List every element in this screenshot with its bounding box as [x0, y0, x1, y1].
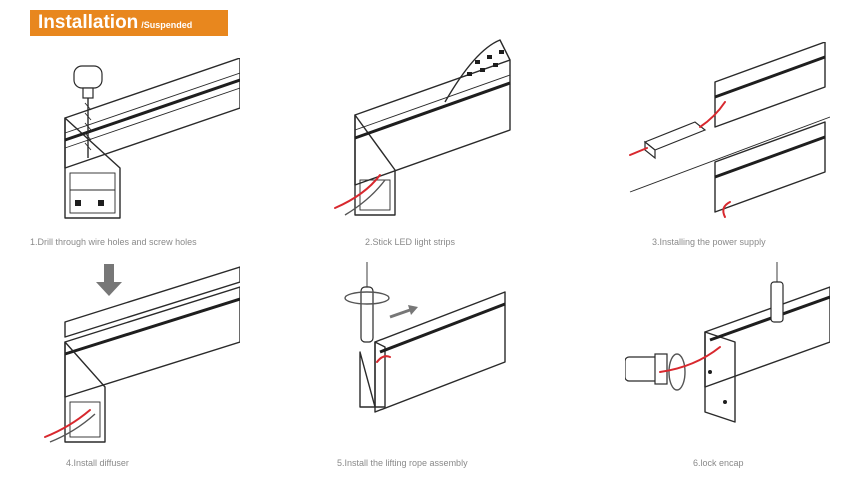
step-5-caption: 5.Install the lifting rope assembly [337, 458, 468, 468]
power-supply-drawing [629, 42, 830, 218]
section-header-banner: Installation /Suspended [30, 10, 228, 36]
lock-encap-drawing [625, 262, 830, 423]
step-2-caption: 2.Stick LED light strips [365, 237, 456, 247]
step-1-caption: 1.Drill through wire holes and screw hol… [30, 237, 197, 247]
drill-icon [73, 65, 103, 158]
arrow-right-icon [389, 305, 418, 319]
section-title: Installation [38, 12, 139, 33]
step-4-caption: 4.Install diffuser [66, 458, 129, 468]
step-1-illustration [40, 58, 320, 228]
lifting-rope-icon [344, 262, 390, 343]
power-supply-icon [643, 121, 707, 160]
led-strip-icon [444, 39, 511, 103]
step-3-caption: 3.Installing the power supply [652, 237, 766, 247]
step-6-illustration [625, 262, 866, 447]
end-cap-icon [625, 353, 686, 391]
step-5-illustration [325, 262, 605, 447]
step-3-illustration [625, 42, 866, 232]
arrow-down-icon [96, 264, 122, 296]
step-4-illustration [40, 262, 320, 447]
step-6-caption: 6.lock encap [693, 458, 744, 468]
diffuser-drawing [44, 264, 240, 443]
lifting-cable-icon [770, 262, 784, 323]
led-strip-drawing [334, 39, 511, 216]
section-subtitle: /Suspended [141, 20, 193, 30]
step-2-illustration [325, 30, 605, 220]
drill-profile-drawing [64, 58, 240, 219]
lifting-rope-drawing [344, 262, 506, 413]
